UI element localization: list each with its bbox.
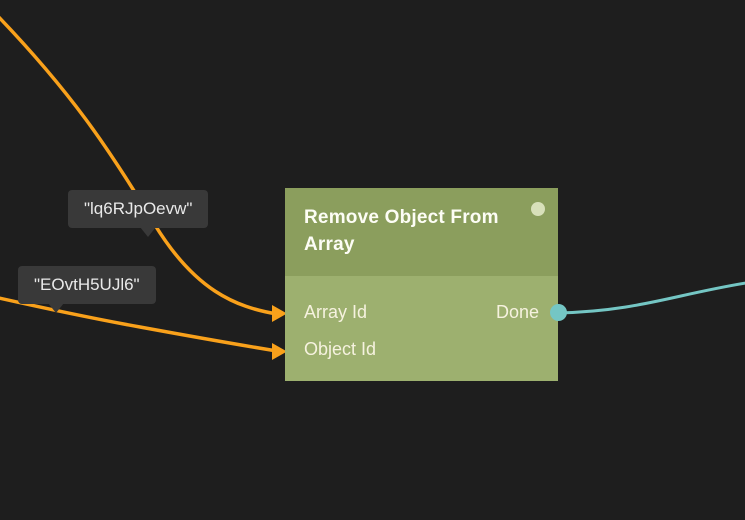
- node-remove-object-from-array[interactable]: Remove Object From Array Array Id Done O…: [285, 188, 567, 381]
- bubble-tail-icon: [140, 227, 156, 237]
- pin-row: Array Id Done: [304, 294, 539, 331]
- done-output-port[interactable]: [550, 304, 567, 321]
- node-body: Array Id Done Object Id: [285, 276, 558, 381]
- value-label-text: "EOvtH5UJl6": [34, 275, 140, 294]
- wire-output-done[interactable]: [556, 281, 745, 315]
- bubble-tail-icon: [48, 303, 64, 313]
- value-label-bubble-2[interactable]: "EOvtH5UJl6": [18, 266, 156, 313]
- node-header[interactable]: Remove Object From Array: [285, 188, 558, 276]
- node-title: Remove Object From Array: [304, 207, 499, 255]
- output-pin-done[interactable]: Done: [495, 302, 539, 322]
- input-pin-object-id[interactable]: Object Id: [304, 339, 377, 359]
- status-dot-icon: [531, 202, 545, 216]
- input-pin-array-id[interactable]: Array Id: [304, 302, 368, 322]
- value-label-text: "lq6RJpOevw": [84, 199, 193, 218]
- wire-input-object-id[interactable]: [0, 296, 279, 353]
- value-label-bubble-1[interactable]: "lq6RJpOevw": [68, 190, 209, 237]
- pin-row: Object Id: [304, 331, 539, 368]
